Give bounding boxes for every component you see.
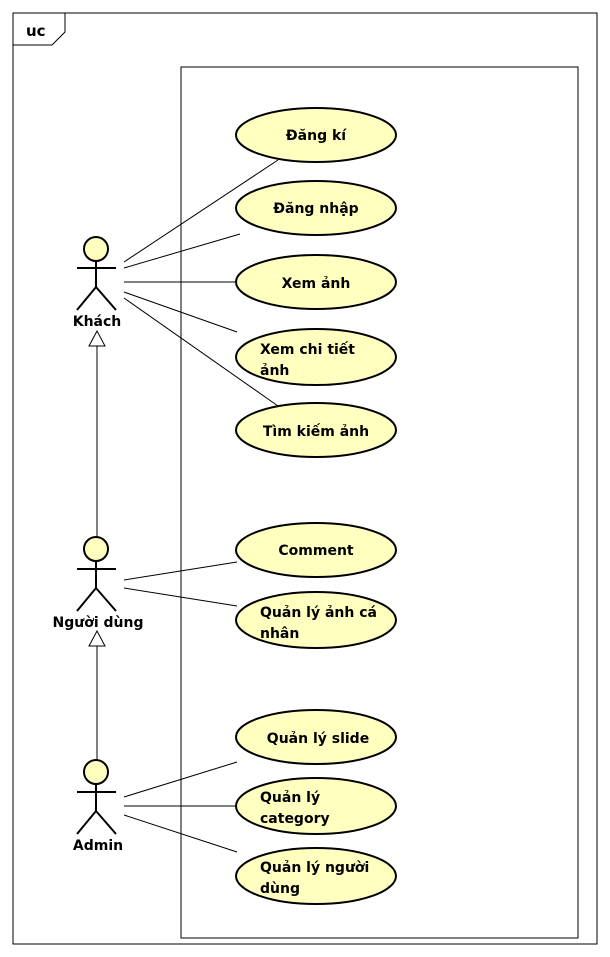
usecase-label-line1: Xem chi tiết — [260, 341, 355, 358]
usecase-quan-ly-nguoi-dung[interactable]: Quản lý người dùng — [235, 847, 397, 905]
assoc-khach-xem-chi-tiet-anh — [123, 291, 238, 333]
frame-label: uc — [26, 22, 46, 40]
generalizations — [88, 329, 106, 760]
usecase-label: Tìm kiếm ảnh — [263, 423, 369, 440]
usecase-label: Đăng nhập — [273, 201, 358, 217]
actor-legs — [76, 285, 117, 311]
assoc-admin-quan-ly-nguoi-dung — [123, 814, 238, 853]
usecase-ellipse — [235, 107, 397, 163]
usecase-ellipse — [235, 777, 397, 835]
usecase-label-line2: nhân — [260, 626, 299, 642]
usecase-quan-ly-category[interactable]: Quản lý category — [235, 777, 397, 835]
usecase-label-line1: Quản lý người — [260, 860, 369, 876]
usecase-ellipse — [235, 709, 397, 765]
usecase-quan-ly-slide[interactable]: Quản lý slide — [235, 709, 397, 765]
assoc-khach-tim-kiem-anh — [123, 297, 279, 407]
usecase-xem-chi-tiet-anh[interactable]: Xem chi tiết ảnh — [235, 328, 397, 386]
usecase-label: Đăng kí — [286, 128, 347, 144]
usecase-label-line2: category — [260, 811, 330, 827]
assoc-khach-dang-nhap — [123, 233, 241, 269]
usecase-quan-ly-anh-ca-nhan[interactable]: Quản lý ảnh cá nhân — [235, 591, 397, 649]
frame-tab — [12, 12, 66, 46]
usecase-ellipse — [235, 254, 397, 310]
usecase-ellipse — [235, 180, 397, 236]
usecase-dang-nhap[interactable]: Đăng nhập — [235, 180, 397, 236]
actor-legs — [76, 586, 117, 612]
assoc-nguoidung-comment — [123, 561, 238, 581]
uml-frame — [12, 12, 598, 945]
usecase-dang-ki[interactable]: Đăng kí — [235, 107, 397, 163]
associations — [123, 159, 279, 853]
actor-nguoi-dung[interactable]: Người dùng — [53, 536, 144, 631]
system-boundary — [180, 66, 579, 939]
usecase-tim-kiem-anh[interactable]: Tìm kiếm ảnh — [235, 402, 397, 458]
usecase-ellipse — [235, 591, 397, 649]
assoc-khach-dang-ki — [123, 159, 279, 263]
actor-head — [83, 759, 109, 785]
usecase-ellipse — [235, 402, 397, 458]
actor-khach[interactable]: Khách — [73, 236, 122, 330]
usecase-label-line2: ảnh — [260, 363, 289, 379]
usecase-comment[interactable]: Comment — [235, 522, 397, 578]
usecase-label-line1: Quản lý ảnh cá — [260, 605, 377, 621]
usecase-ellipse — [235, 522, 397, 578]
actor-legs — [76, 809, 117, 835]
usecase-label: Xem ảnh — [282, 276, 351, 292]
gen-nguoidung-khach-arrow — [88, 329, 106, 347]
assoc-nguoidung-quan-ly-anh — [123, 587, 238, 607]
actor-admin[interactable]: Admin — [73, 759, 123, 854]
actor-name: Người dùng — [53, 615, 144, 631]
actor-name: Admin — [73, 838, 123, 854]
usecase-label-line1: Quản lý — [260, 790, 320, 806]
actor-head — [83, 536, 109, 562]
actor-head — [83, 236, 109, 262]
usecase-label: Quản lý slide — [267, 731, 369, 747]
assoc-admin-quan-ly-slide — [123, 761, 238, 798]
usecase-xem-anh[interactable]: Xem ảnh — [235, 254, 397, 310]
usecase-ellipse — [235, 847, 397, 905]
usecase-ellipse — [235, 328, 397, 386]
gen-admin-nguoidung-arrow — [88, 629, 106, 647]
usecase-label-line2: dùng — [260, 881, 300, 897]
actor-name: Khách — [73, 314, 122, 330]
usecase-label: Comment — [278, 543, 354, 559]
